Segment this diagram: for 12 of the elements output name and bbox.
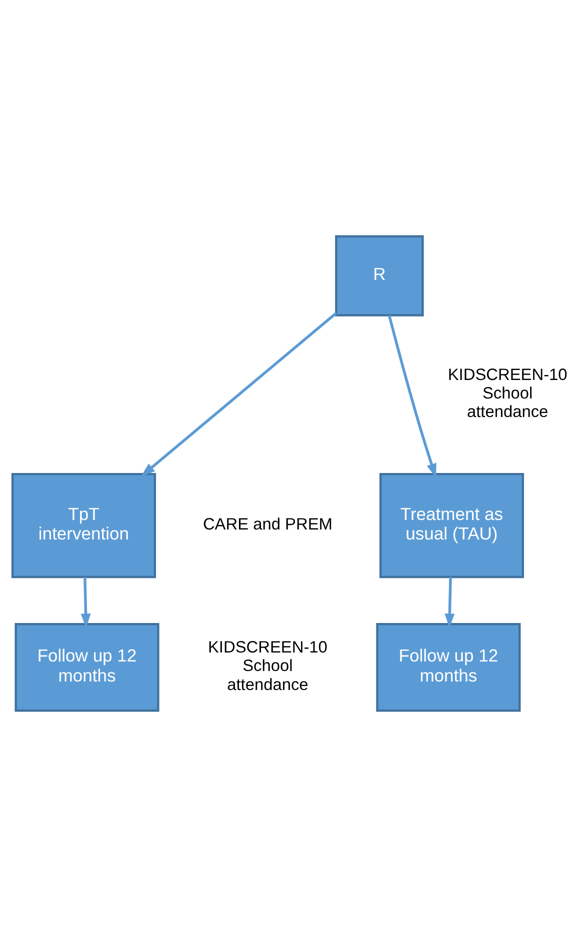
arrow [140,312,337,477]
label: KIDSCREEN-10 School attendance [208,638,328,694]
label: KIDSCREEN-10 School attendance [448,366,568,422]
arrow [444,577,455,628]
arrow [388,314,436,478]
arrow [80,577,91,628]
node-box: Follow up 12 months [376,623,521,712]
node-box: Follow up 12 months [14,623,160,712]
node-box: Treatment as usual (TAU) [379,472,524,578]
node-box: TpT intervention [11,472,156,578]
node-box: R [335,235,424,316]
label: CARE and PREM [202,515,332,534]
